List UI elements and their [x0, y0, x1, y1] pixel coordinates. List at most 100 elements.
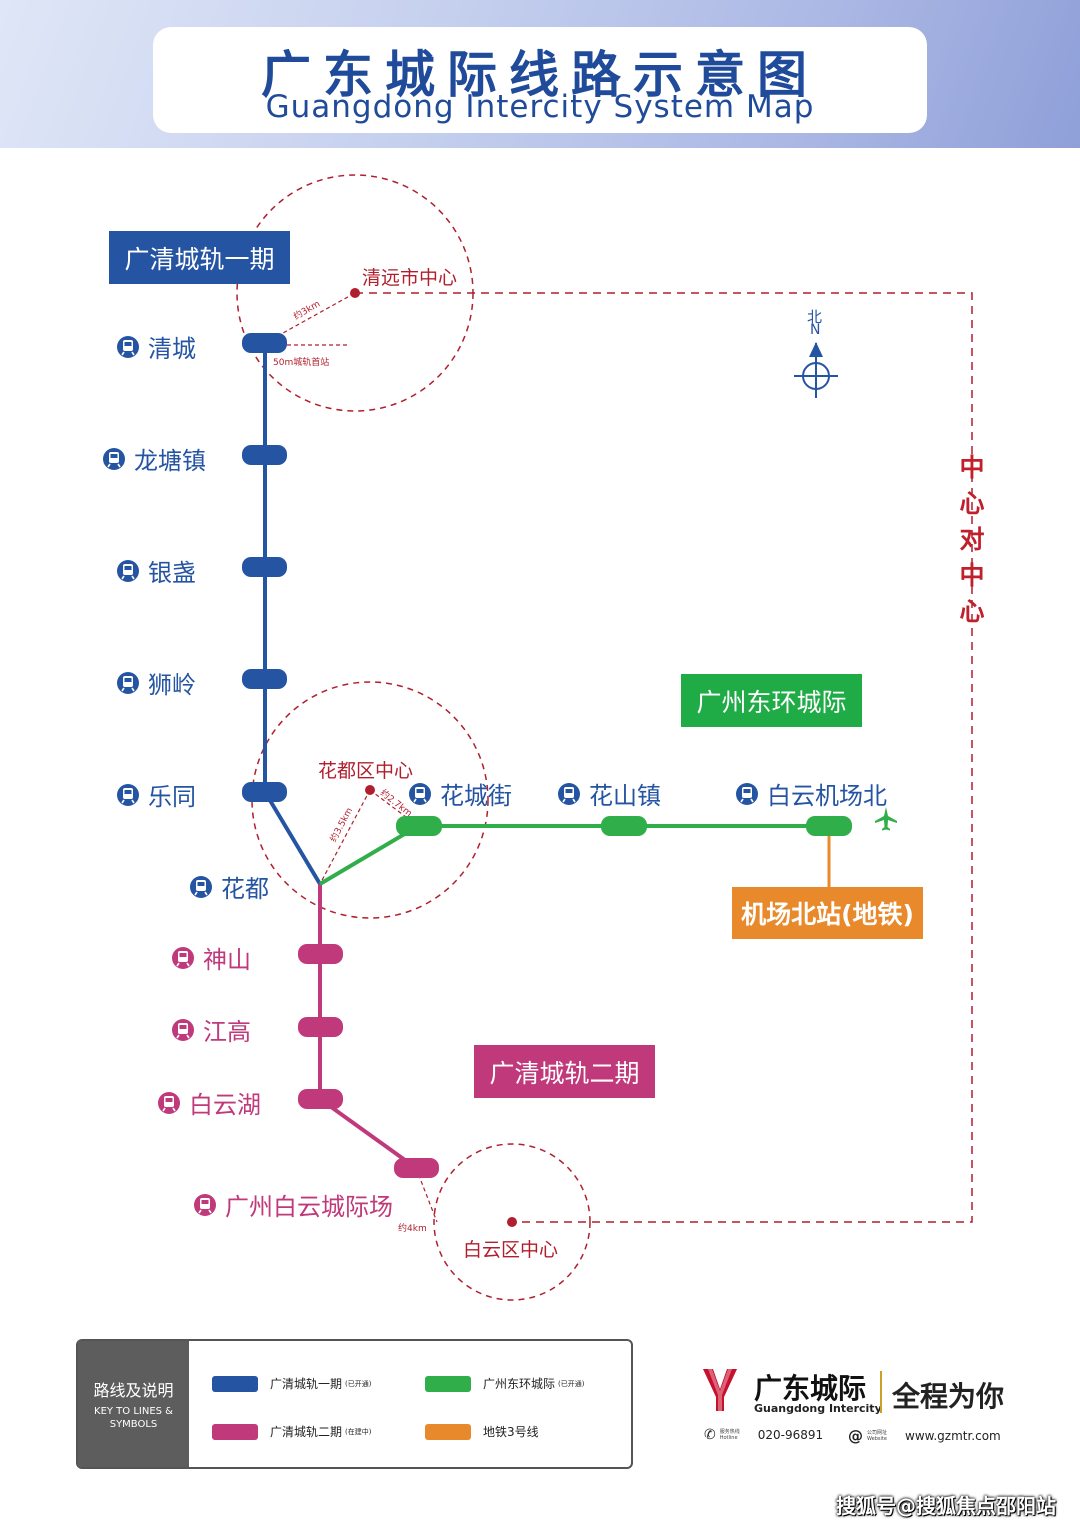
train-icon — [409, 782, 431, 805]
compass-icon — [794, 342, 838, 398]
metro-station-tag: 机场北站(地铁) — [732, 887, 923, 939]
brand-slogan: 全程为你 — [892, 1380, 1005, 1413]
baiyun-radius-circle — [433, 1143, 591, 1301]
compass-north-en: N — [810, 322, 821, 338]
hotline-row: ✆ 服务热线 Hotline 020-96891 — [704, 1427, 823, 1443]
station-name: 清城 — [148, 335, 196, 363]
station-pill-longtang — [242, 445, 287, 465]
station-name: 白云机场北 — [767, 782, 887, 810]
station-baiyunhu: 白云湖 — [157, 1085, 261, 1120]
train-icon — [194, 1193, 216, 1216]
title-box: 广东城际线路示意图 Guangdong Intercity System Map — [153, 27, 927, 133]
station-name: 花都 — [221, 875, 269, 903]
station-name: 龙塘镇 — [134, 447, 206, 475]
station-airport-north: 白云机场北 — [735, 776, 887, 811]
huadu-distance-line-b — [319, 789, 371, 885]
train-icon — [158, 1091, 180, 1114]
station-name: 广州白云城际场 — [225, 1193, 393, 1221]
train-icon — [558, 782, 580, 805]
huadu-radius-circle — [251, 681, 489, 919]
legend-label: 广清城轨一期 — [270, 1377, 343, 1391]
east-ring-route — [318, 824, 829, 886]
legend-note: (已开通) — [558, 1379, 585, 1388]
legend-swatch — [425, 1375, 471, 1392]
train-icon — [117, 671, 139, 694]
legend-title: 路线及说明 — [93, 1381, 174, 1400]
station-pill-airport-north — [806, 816, 852, 836]
station-name: 花城街 — [440, 782, 512, 810]
station-letong: 乐同 — [116, 777, 196, 812]
guangdong-intercity-logo — [703, 1369, 737, 1411]
baiyun-center-dot — [507, 1217, 517, 1227]
qingyuan-center-label: 清远市中心 — [362, 267, 458, 289]
line2-tag: 广清城轨二期 — [474, 1045, 655, 1098]
hotline-label: 服务热线 Hotline — [719, 1429, 740, 1441]
station-name: 银盏 — [148, 559, 196, 587]
baiyun-center-label: 白云区中心 — [463, 1239, 559, 1261]
center-to-center-connector — [355, 292, 973, 1223]
train-icon — [190, 875, 212, 898]
huadu-center-dot — [365, 785, 375, 795]
station-huadu: 花都 — [189, 869, 269, 904]
hotline-number: 020-96891 — [757, 1428, 824, 1442]
legend-note: (在建中) — [345, 1427, 372, 1436]
at-icon: @ — [848, 1427, 863, 1445]
legend-note: (已开通) — [345, 1379, 372, 1388]
station-jianggao: 江高 — [171, 1012, 251, 1047]
legend-swatch — [425, 1423, 471, 1440]
legend-label: 广州东环城际 — [483, 1377, 556, 1391]
legend-swatch — [212, 1423, 258, 1440]
huadu-center-label: 花都区中心 — [318, 760, 414, 782]
website-row: @ 公司网址 Website www.gzmtr.com — [848, 1427, 1001, 1445]
legend: 路线及说明 KEY TO LINES & SYMBOLS 广清城轨一期 (已开通… — [76, 1339, 633, 1469]
station-qingcheng: 清城 — [116, 329, 196, 364]
page-subtitle: Guangdong Intercity System Map — [265, 89, 815, 125]
train-icon — [117, 335, 139, 358]
station-pill-letong — [242, 782, 287, 802]
station-longtang: 龙塘镇 — [102, 441, 206, 476]
qingyuan-center-dot — [350, 288, 360, 298]
legend-item-metro3: 地铁3号线 — [425, 1423, 539, 1440]
station-pill-huashanzhen — [601, 816, 647, 836]
station-pill-jianggao — [298, 1017, 343, 1037]
page-title: 广东城际线路示意图 — [261, 46, 819, 104]
station-yinzhan: 银盏 — [116, 553, 196, 588]
train-icon — [103, 447, 125, 470]
station-name: 花山镇 — [589, 782, 661, 810]
station-pill-baiyunhu — [298, 1089, 343, 1109]
station-name: 白云湖 — [189, 1091, 261, 1119]
train-icon — [172, 946, 194, 969]
legend-subtitle: KEY TO LINES & SYMBOLS — [94, 1406, 173, 1430]
station-pill-shiling — [242, 669, 287, 689]
legend-item-line2: 广清城轨二期 (在建中) — [212, 1423, 371, 1440]
compass-north-cn: 北 — [807, 308, 823, 326]
east-ring-tag: 广州东环城际 — [681, 674, 862, 727]
website-url[interactable]: www.gzmtr.com — [905, 1429, 1001, 1443]
station-huashanzhen: 花山镇 — [557, 776, 661, 811]
legend-label: 广清城轨二期 — [270, 1425, 343, 1439]
station-shenshan: 神山 — [171, 940, 251, 975]
station-name: 神山 — [203, 946, 251, 974]
line1-tag: 广清城轨一期 — [109, 231, 290, 284]
train-icon — [117, 783, 139, 806]
brand-name: 广东城际 — [754, 1372, 867, 1405]
station-pill-baiyun-yard — [394, 1158, 439, 1178]
station-pill-shenshan — [298, 944, 343, 964]
legend-header: 路线及说明 KEY TO LINES & SYMBOLS — [78, 1341, 189, 1467]
train-icon — [736, 782, 758, 805]
station-pill-qingcheng — [242, 333, 287, 353]
center-to-center-label: 中心对中心 — [959, 453, 985, 626]
qingcheng-note: 50m城轨首站 — [273, 358, 330, 368]
baiyun-distance: 约4km — [398, 1224, 427, 1234]
station-name: 乐同 — [148, 783, 196, 811]
legend-label: 地铁3号线 — [483, 1425, 539, 1439]
website-label: 公司网址 Website — [867, 1430, 888, 1442]
station-baiyun-yard: 广州白云城际场 — [193, 1187, 393, 1222]
station-name: 狮岭 — [148, 671, 196, 699]
train-icon — [117, 559, 139, 582]
brand-name-en: Guangdong Intercity — [754, 1402, 882, 1415]
legend-item-east-ring: 广州东环城际 (已开通) — [425, 1375, 584, 1392]
station-name: 江高 — [203, 1018, 251, 1046]
station-pill-huachengjie — [396, 816, 442, 836]
